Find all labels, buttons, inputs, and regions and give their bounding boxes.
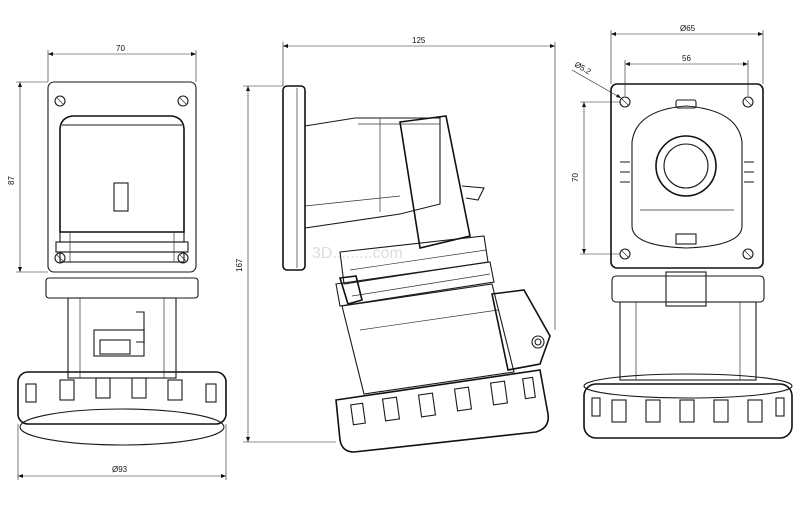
side-cap-ribs bbox=[350, 376, 536, 426]
side-view: 125 167 3D.........com bbox=[235, 36, 556, 453]
cap-ribs bbox=[25, 377, 217, 403]
dim-front-diameter: Ø93 bbox=[112, 465, 128, 474]
watermark: 3D.........com bbox=[312, 245, 403, 262]
dim-front-height: 87 bbox=[7, 176, 16, 185]
dim-side-height: 167 bbox=[235, 258, 244, 272]
dim-rear-hole-spacing-v: 70 bbox=[571, 173, 580, 182]
dim-rear-hole-diameter: Ø5.2 bbox=[573, 60, 593, 77]
front-view: 70 87 Ø93 bbox=[7, 44, 227, 480]
dim-rear-outer-diameter: Ø65 bbox=[680, 24, 696, 33]
dim-side-length: 125 bbox=[412, 36, 426, 45]
rear-view: Ø65 56 70 Ø5.2 bbox=[571, 24, 793, 439]
dim-rear-hole-spacing-h: 56 bbox=[682, 54, 691, 63]
rear-cap-ribs bbox=[591, 397, 785, 423]
dim-front-width: 70 bbox=[116, 44, 125, 53]
